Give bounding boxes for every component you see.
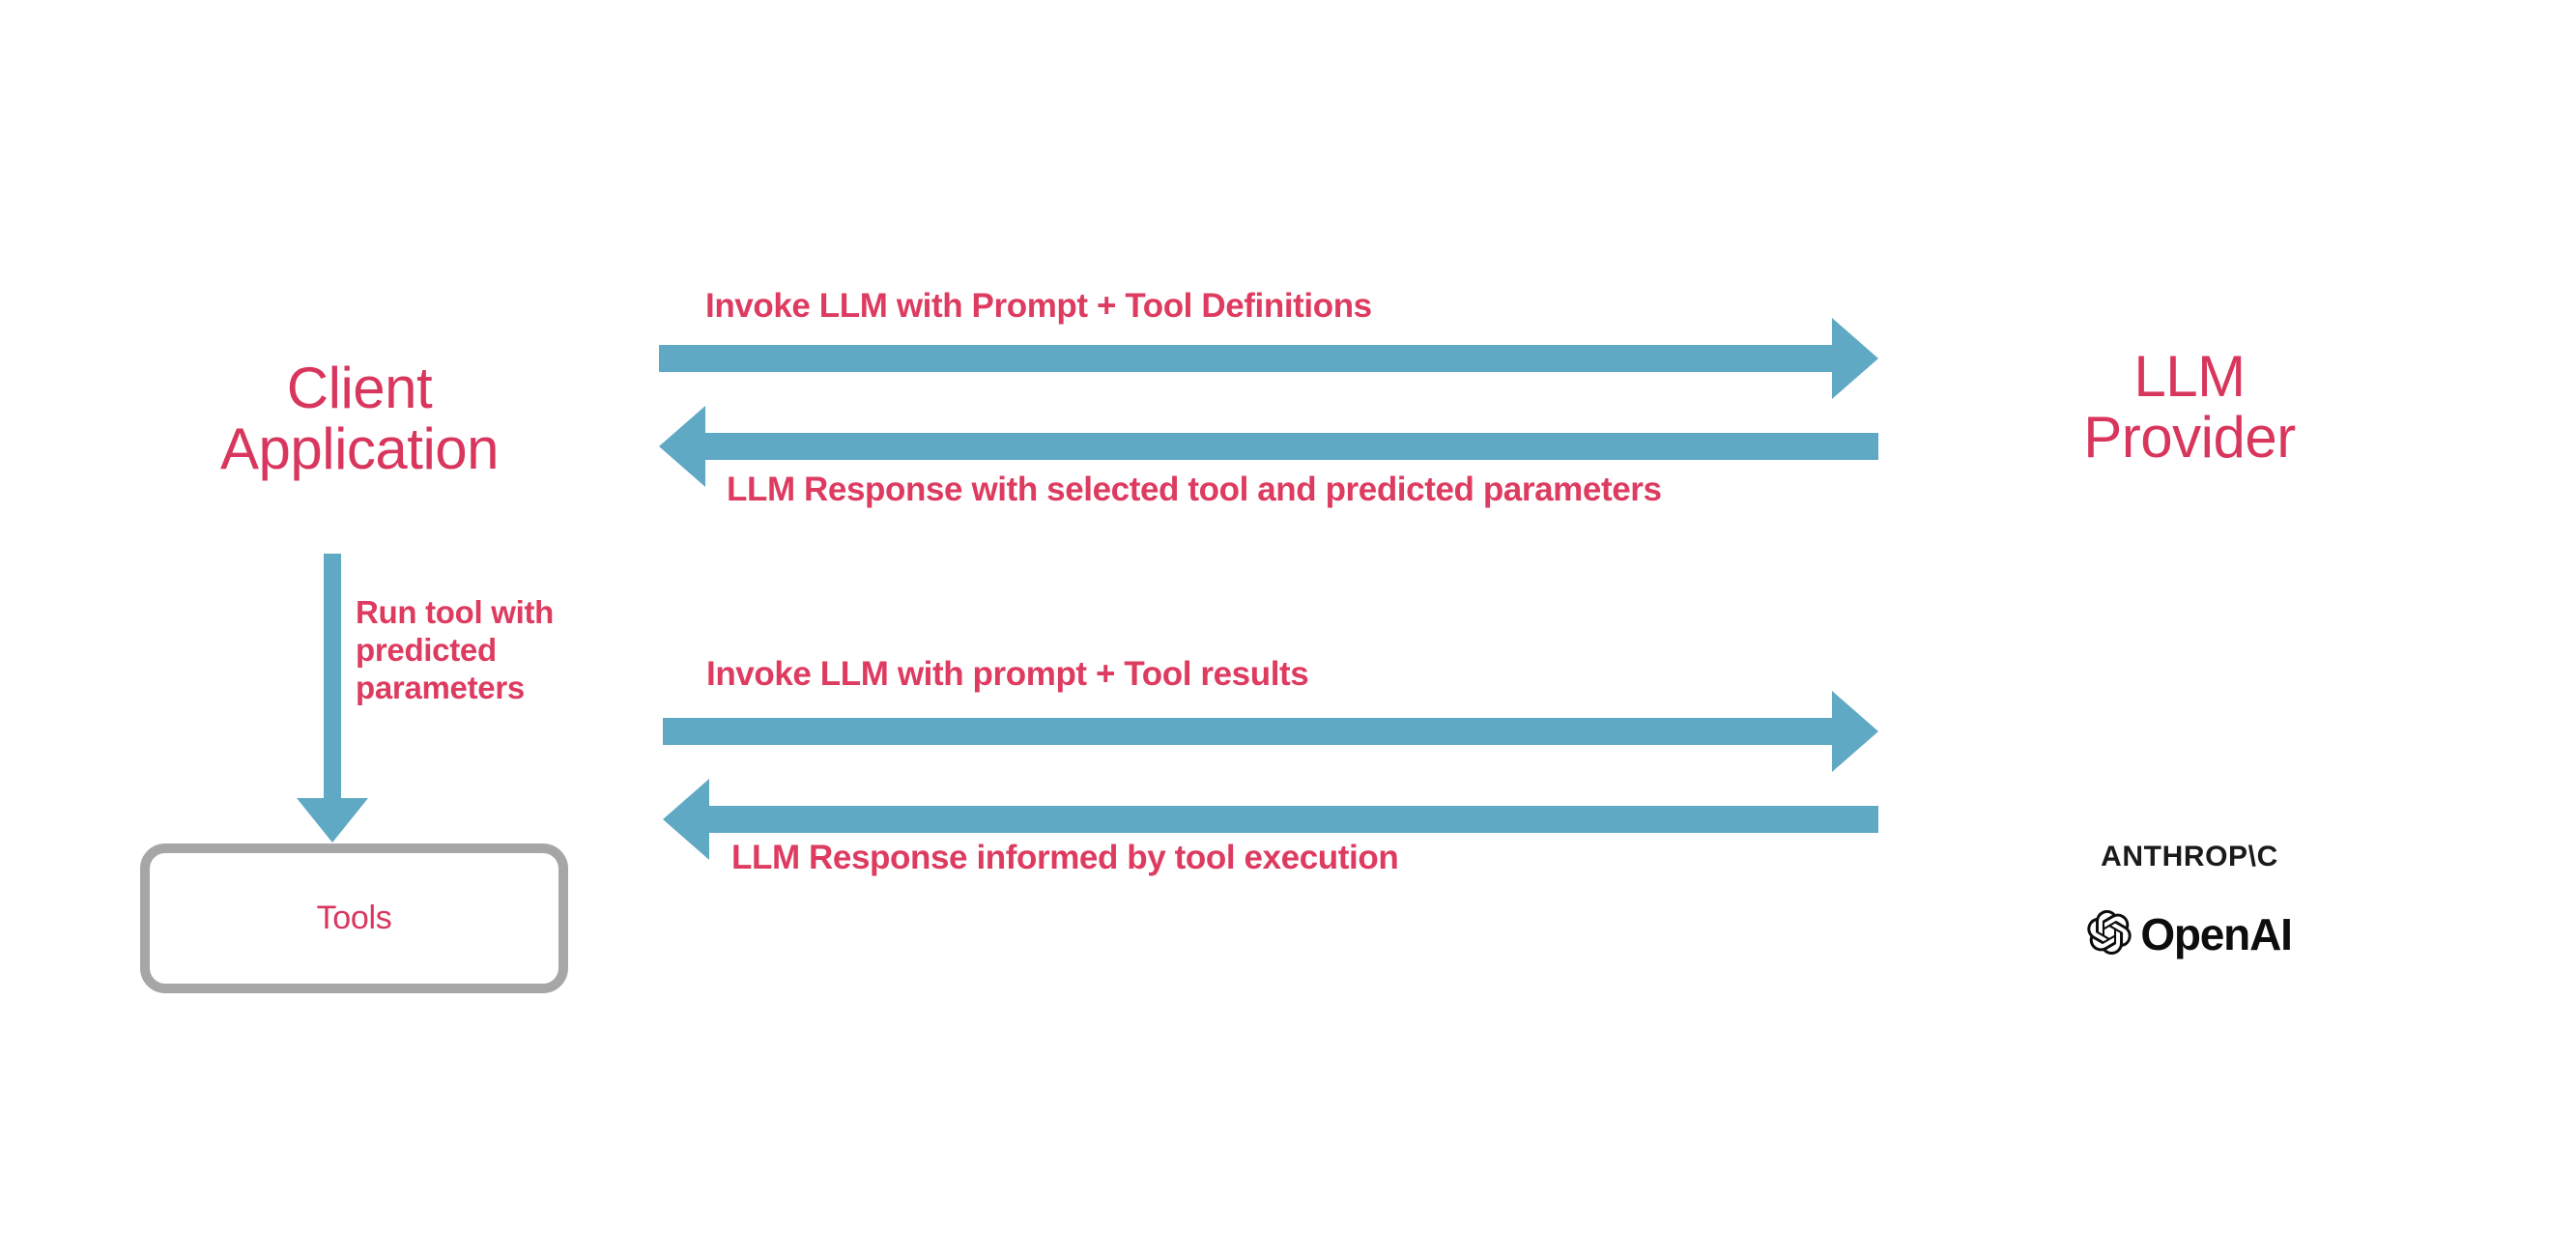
arrow-invoke-2: [663, 691, 1878, 772]
client-title-line-1: Client: [286, 356, 433, 420]
anthropic-logo: ANTHROP\C: [2101, 841, 2278, 872]
tools-label: Tools: [316, 900, 392, 936]
flow-label-invoke-1: Invoke LLM with Prompt + Tool Definition…: [705, 287, 1372, 325]
openai-logo: OpenAI: [1878, 908, 2501, 960]
llm-provider-title: LLM Provider: [1878, 346, 2501, 468]
flow-label-invoke-2: Invoke LLM with prompt + Tool results: [706, 655, 1309, 693]
tools-box: Tools: [140, 843, 568, 993]
flow-label-response-1: LLM Response with selected tool and pred…: [727, 471, 1662, 508]
flow-label-response-2: LLM Response informed by tool execution: [731, 839, 1399, 876]
arrow-invoke-1: [659, 318, 1878, 399]
client-title-line-2: Application: [219, 416, 500, 481]
client-application-title: Client Application: [66, 357, 653, 479]
openai-wordmark: OpenAI: [2140, 909, 2293, 959]
provider-title-line-2: Provider: [2083, 405, 2296, 470]
provider-title-line-1: LLM: [2133, 344, 2246, 409]
run-tool-label: Run tool with predicted parameters: [356, 594, 555, 705]
openai-flower-icon: [2087, 909, 2132, 959]
